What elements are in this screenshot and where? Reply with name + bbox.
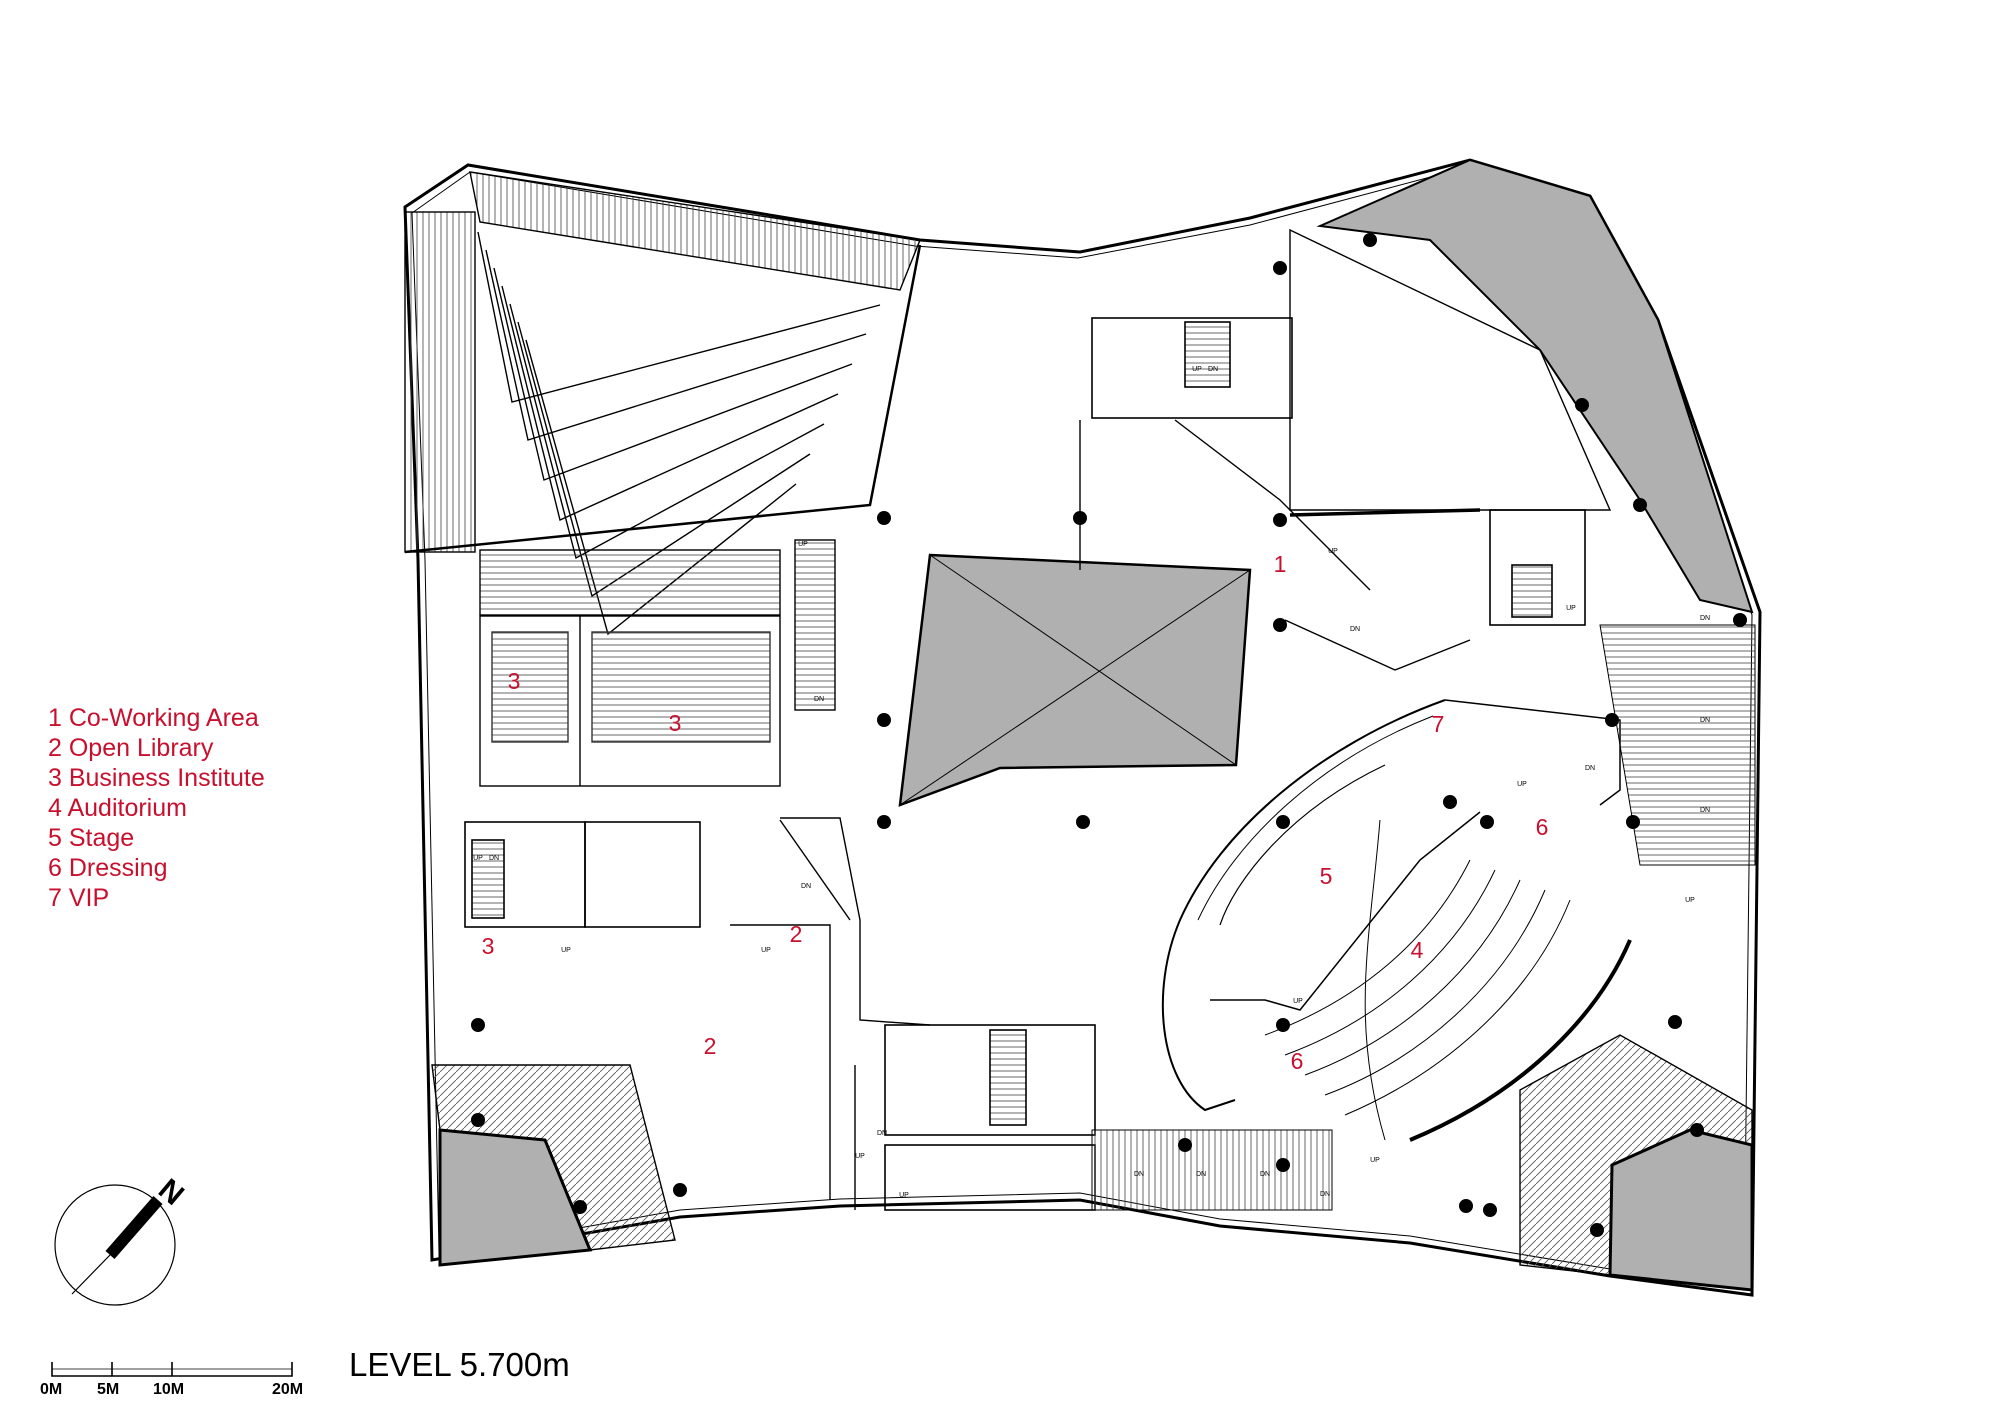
down-mark: DN	[814, 696, 824, 703]
north-arrow: N	[54, 1173, 190, 1306]
up-mark: UP	[1517, 781, 1527, 788]
down-mark: DN	[1700, 615, 1710, 622]
up-mark: UP	[1328, 548, 1338, 555]
room-3-label: 3	[669, 710, 682, 736]
scale-label-10m: 10M	[153, 1381, 185, 1398]
room-6-label: 6	[1291, 1048, 1304, 1074]
up-mark: UP	[798, 541, 808, 548]
room-1-label: 1	[1274, 551, 1287, 577]
down-mark: DN	[1320, 1191, 1330, 1198]
room-6-label: 6	[1536, 814, 1549, 840]
down-mark: DN	[1260, 1171, 1270, 1178]
down-mark: DN	[1208, 366, 1218, 373]
legend-item-vip: 7 VIP	[48, 884, 110, 912]
up-mark: UP	[899, 1192, 909, 1199]
legend-item-stage: 5 Stage	[48, 824, 135, 852]
interior-walls	[730, 419, 1471, 1210]
legend-item-auditorium: 4 Auditorium	[48, 794, 187, 822]
up-mark: UP	[1192, 366, 1202, 373]
up-mark: UP	[1293, 998, 1303, 1005]
down-mark: DN	[1700, 807, 1710, 814]
legend-item-co-working: 1 Co-Working Area	[48, 704, 259, 732]
structural-columns	[471, 233, 1747, 1237]
business-institute-rooms	[479, 539, 836, 787]
atrium-void	[898, 553, 1252, 807]
room-2-label: 2	[704, 1033, 717, 1059]
up-mark: UP	[473, 855, 483, 862]
down-mark: DN	[801, 883, 811, 890]
down-mark: DN	[1196, 1171, 1206, 1178]
down-mark: DN	[489, 855, 499, 862]
room-2-label: 2	[790, 921, 803, 947]
room-7-label: 7	[1432, 711, 1445, 737]
up-mark: UP	[855, 1153, 865, 1160]
room-number-labels: 1 2 2 3 3 3 4 5 6 6 7	[482, 551, 1549, 1074]
room-5-label: 5	[1320, 863, 1333, 889]
up-mark: UP	[561, 947, 571, 954]
scale-bar	[51, 1362, 293, 1377]
up-mark: UP	[761, 947, 771, 954]
down-mark: DN	[1585, 765, 1595, 772]
legend-item-open-library: 2 Open Library	[48, 734, 214, 762]
sloped-void-northeast	[1289, 158, 1754, 614]
legend-item-dressing: 6 Dressing	[48, 854, 168, 882]
down-mark: DN	[1134, 1171, 1144, 1178]
up-mark: UP	[1566, 605, 1576, 612]
corner-voids	[431, 1034, 1754, 1292]
up-mark: UP	[1370, 1157, 1380, 1164]
core-blocks	[464, 317, 1586, 1211]
down-mark: DN	[1700, 717, 1710, 724]
up-mark: UP	[1685, 897, 1695, 904]
fixed-seating-rows	[1091, 624, 1756, 1211]
scale-label-0m: 0M	[40, 1381, 63, 1398]
down-mark: DN	[877, 1130, 887, 1137]
scale-label-5m: 5M	[97, 1381, 120, 1398]
room-3-label: 3	[482, 933, 495, 959]
stair-marks: UP DN DN UP UP UP DN DN UP UP DN UP DN D…	[473, 366, 1710, 1199]
room-legend: 1 Co-Working Area 2 Open Library 3 Busin…	[48, 703, 265, 913]
level-title: LEVEL 5.700m	[349, 1346, 570, 1383]
auditorium	[1161, 699, 1632, 1142]
down-mark: DN	[1350, 626, 1360, 633]
room-3-label: 3	[508, 668, 521, 694]
legend-item-business-institute: 3 Business Institute	[48, 764, 265, 792]
room-4-label: 4	[1411, 937, 1424, 963]
scale-label-20m: 20M	[272, 1381, 304, 1398]
